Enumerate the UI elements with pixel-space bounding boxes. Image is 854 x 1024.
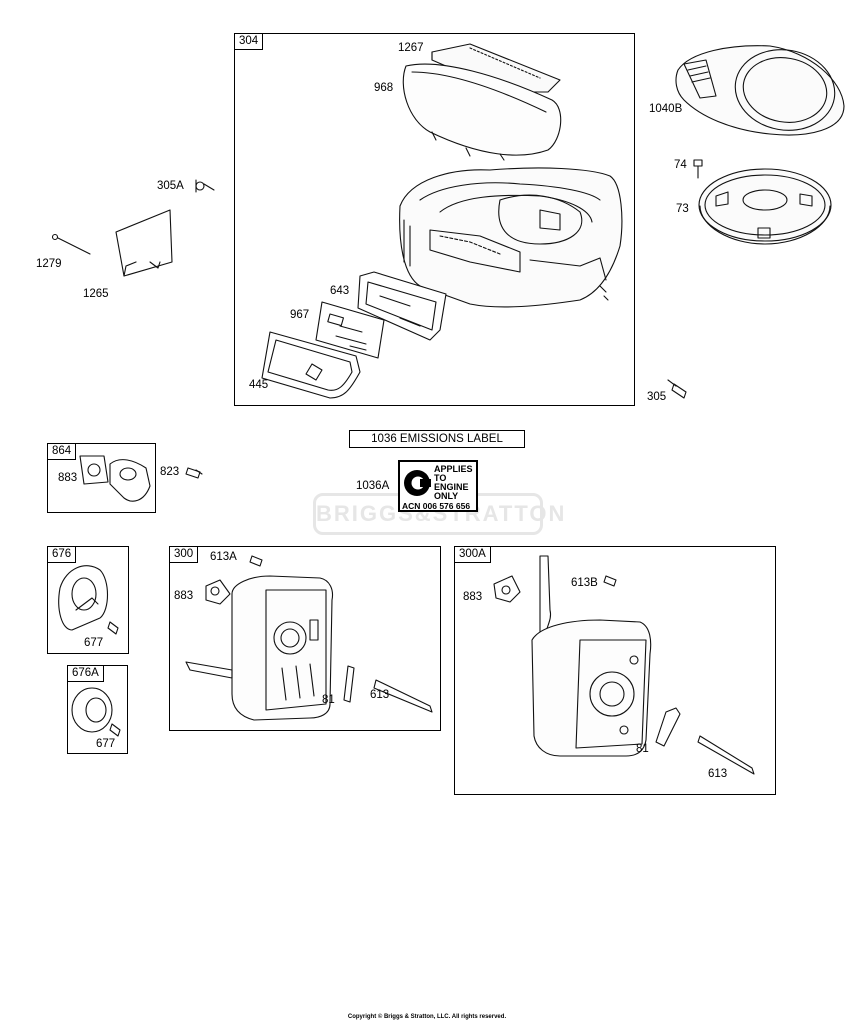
cover-968-drawing [402,63,562,161]
group-box-864: 864 [47,443,156,513]
part-label-643: 643 [330,285,350,297]
baffle-1265-drawing [115,209,173,277]
part-label-74: 74 [674,159,687,171]
group-label-300: 300 [169,546,199,563]
part-label-81-a: 81 [322,694,335,706]
emissions-label-title: 1036 EMISSIONS LABEL [349,430,525,448]
part-label-613-a: 613 [370,689,390,701]
screw-74-drawing [693,159,703,179]
muffler-300-drawing [185,555,433,721]
screw-823-drawing [185,467,203,479]
part-label-1036a: 1036A [356,480,390,492]
emissions-c-icon [404,470,431,496]
part-label-1040b: 1040B [649,103,683,115]
emissions-line-1: APPLIES [434,464,473,474]
blower-housing-drawing [399,167,623,308]
part-label-613b: 613B [571,577,598,589]
part-label-677-b: 677 [96,738,116,750]
part-label-81-b: 81 [636,743,649,755]
group-label-676: 676 [47,546,77,563]
part-label-613a: 613A [210,551,237,563]
bolt-305a-drawing [195,179,215,193]
group-box-300: 300 [169,546,441,731]
part-label-1267: 1267 [398,42,424,54]
part-label-445: 445 [249,379,269,391]
group-box-676a: 676A [67,665,128,754]
part-label-613-b: 613 [708,768,728,780]
part-label-305: 305 [647,391,667,403]
group-box-304: 304 [234,33,635,406]
cover-1267-drawing [431,43,561,93]
emissions-decal: APPLIES TO ENGINE ONLY ACN 006 576 656 [398,460,478,512]
group-label-304: 304 [234,33,264,50]
copyright-notice: Copyright © Briggs & Stratton, LLC. All … [347,1014,507,1020]
part-label-1265: 1265 [83,288,109,300]
guard-1040b-drawing [675,45,845,136]
flange-676a-drawing [71,687,121,737]
group-box-300a: 300A [454,546,776,795]
group-label-864: 864 [47,443,77,460]
part-label-823: 823 [160,466,180,478]
part-label-883-a: 883 [58,472,78,484]
part-label-883-b: 883 [174,590,194,602]
decal-967-drawing [315,301,385,359]
emissions-line-2: TO [434,473,447,483]
group-label-676a: 676A [67,665,104,682]
part-label-883-c: 883 [463,591,483,603]
emissions-line-4: ONLY [434,491,459,501]
bolt-305-drawing [667,379,687,399]
muffler-guard-676-drawing [58,565,119,635]
rod-1279-drawing [51,233,91,255]
emissions-acn: ACN 006 576 656 [402,501,471,511]
part-label-73: 73 [676,203,689,215]
group-box-676: 676 [47,546,129,654]
part-label-677-a: 677 [84,637,104,649]
part-label-967: 967 [290,309,310,321]
part-label-305a: 305A [157,180,184,192]
disc-73-drawing [698,168,832,245]
group-label-300a: 300A [454,546,491,563]
muffler-300a-drawing [493,555,755,775]
emissions-line-3: ENGINE [434,482,469,492]
panel-445-drawing [261,331,361,399]
bracket-643-drawing [357,271,447,341]
gasket-864-drawing [79,455,151,502]
part-label-968: 968 [374,82,394,94]
part-label-1279: 1279 [36,258,62,270]
